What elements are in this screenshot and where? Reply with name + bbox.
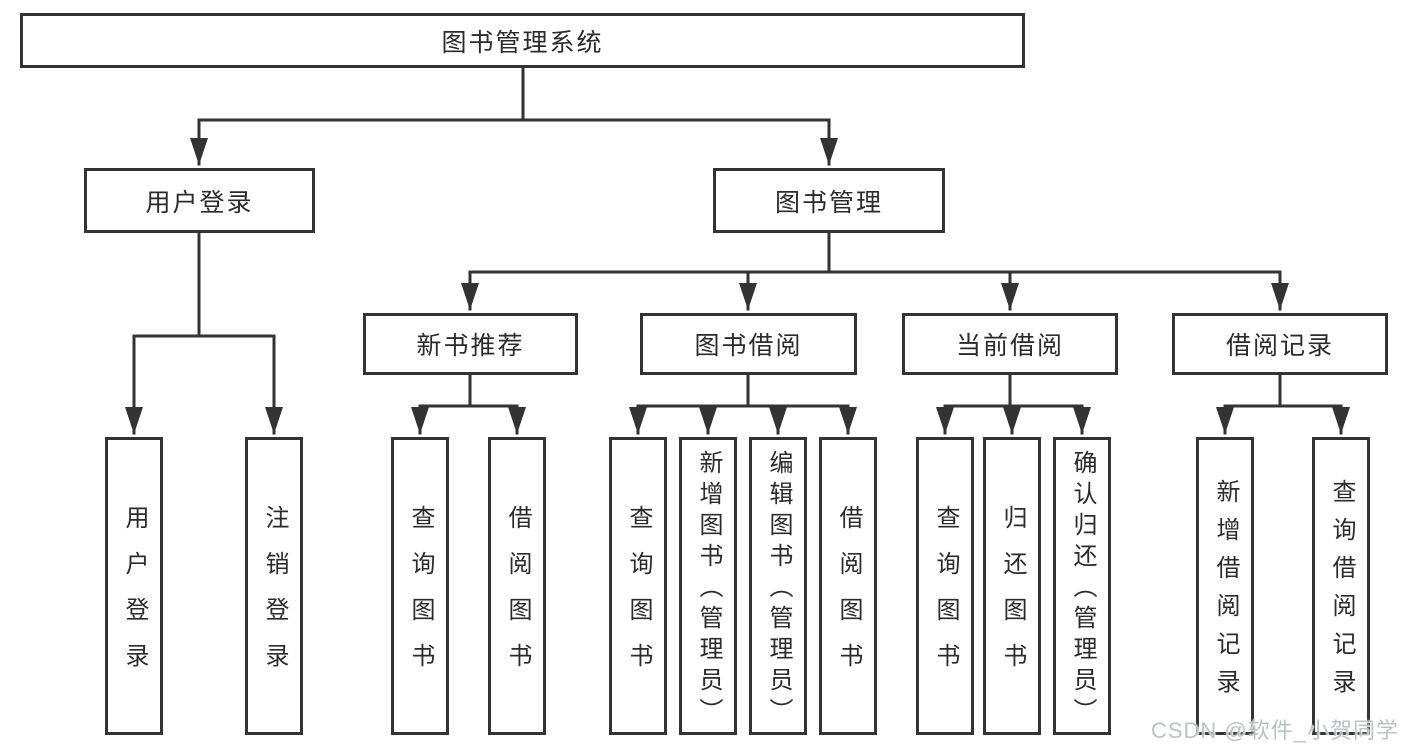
leaf-recommend-query-books: 查询图书 (391, 437, 449, 735)
leaf-borrow-query-books: 查询图书 (609, 437, 667, 735)
node-user-login: 用户登录 (84, 168, 315, 233)
node-current-borrow-label: 当前借阅 (955, 332, 1064, 360)
node-book-mgmt: 图书管理 (713, 168, 945, 233)
node-current-borrow: 当前借阅 (902, 313, 1118, 375)
leaf-user-login: 用户登录 (105, 437, 163, 735)
node-user-login-label: 用户登录 (145, 188, 254, 217)
leaf-logout: 注销登录 (245, 437, 303, 735)
leaf-recommend-query-books-label: 查询图书 (407, 505, 434, 689)
leaf-borrow-query-books-label: 查询图书 (625, 505, 652, 689)
leaf-return-books-label: 归还图书 (999, 505, 1026, 689)
node-borrow-records: 借阅记录 (1172, 313, 1388, 375)
leaf-borrow-books: 借阅图书 (819, 437, 877, 735)
node-book-mgmt-label: 图书管理 (774, 188, 883, 217)
leaf-return-books: 归还图书 (983, 437, 1041, 735)
leaf-query-borrow-record-label: 查询借阅记录 (1328, 479, 1355, 707)
node-book-borrow-label: 图书借阅 (694, 332, 803, 360)
node-new-book-rec: 新书推荐 (363, 313, 578, 375)
leaf-recommend-borrow-books-label: 借阅图书 (504, 505, 531, 689)
leaf-current-query-books-label: 查询图书 (932, 505, 959, 689)
leaf-edit-books-admin: 编辑图书（管理员） (749, 437, 807, 735)
node-book-borrow: 图书借阅 (640, 313, 857, 375)
leaf-edit-books-admin-label: 编辑图书（管理员） (765, 450, 792, 729)
leaf-recommend-borrow-books: 借阅图书 (488, 437, 546, 735)
leaf-add-borrow-record: 新增借阅记录 (1196, 437, 1254, 735)
leaf-logout-label: 注销登录 (261, 505, 288, 689)
leaf-user-login-label: 用户登录 (121, 505, 148, 689)
node-borrow-records-label: 借阅记录 (1225, 332, 1334, 360)
node-root: 图书管理系统 (20, 13, 1025, 68)
leaf-confirm-return-admin: 确认归还（管理员） (1053, 437, 1111, 735)
leaf-current-query-books: 查询图书 (916, 437, 974, 735)
leaf-add-borrow-record-label: 新增借阅记录 (1212, 479, 1239, 707)
node-root-label: 图书管理系统 (441, 28, 604, 57)
leaf-borrow-books-label: 借阅图书 (835, 505, 862, 689)
leaf-add-books-admin: 新增图书（管理员） (679, 437, 737, 735)
leaf-confirm-return-admin-label: 确认归还（管理员） (1069, 450, 1096, 729)
csdn-watermark: CSDN @软件_小贺同学 (1150, 718, 1399, 743)
node-new-book-rec-label: 新书推荐 (416, 332, 525, 360)
leaf-query-borrow-record: 查询借阅记录 (1312, 437, 1370, 735)
leaf-add-books-admin-label: 新增图书（管理员） (695, 450, 722, 729)
